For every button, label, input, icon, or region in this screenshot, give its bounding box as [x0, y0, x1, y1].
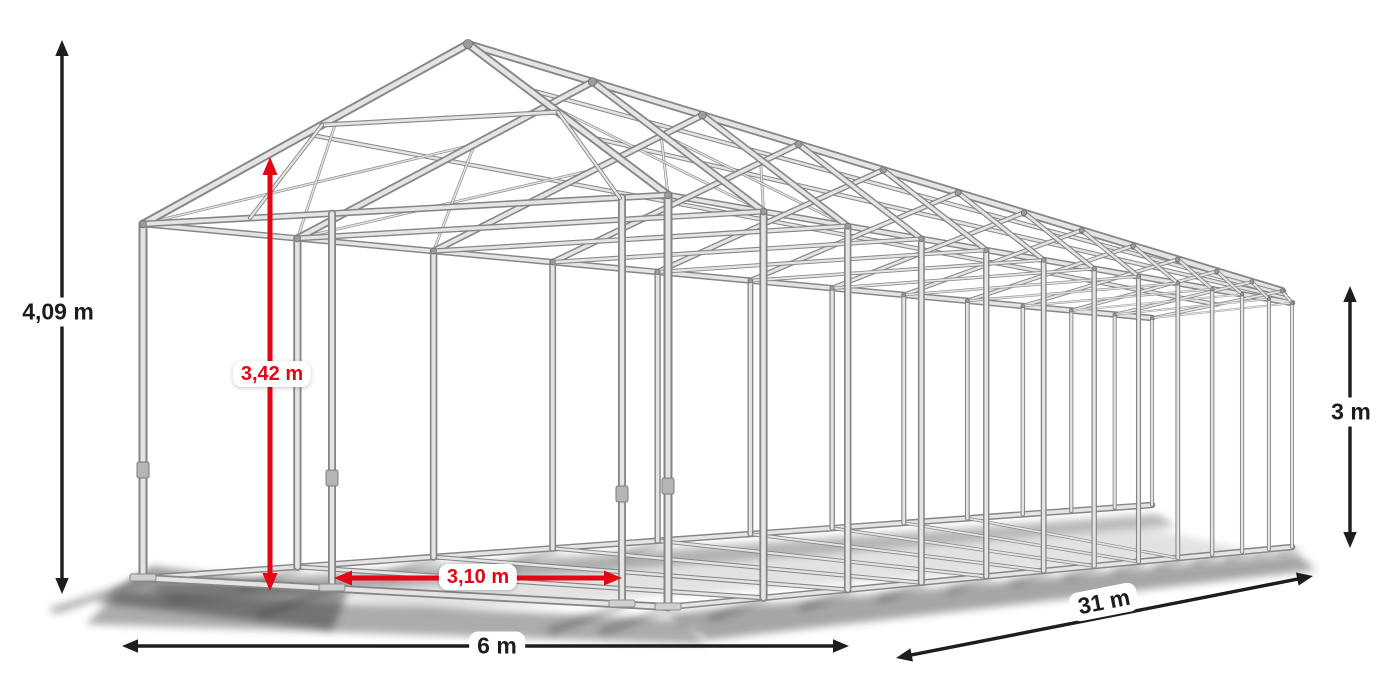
- dim-label-total-height: 4,09 m: [14, 297, 102, 327]
- frame-structure: [129, 39, 1296, 612]
- dim-label-inner-height: 3,42 m: [232, 361, 312, 387]
- length-arrow: [896, 572, 1313, 662]
- ground-shadow: [48, 514, 1316, 644]
- dim-label-width: 6 m: [469, 631, 525, 661]
- dim-label-entrance-width: 3,10 m: [438, 564, 518, 590]
- dim-label-side-height: 3 m: [1323, 397, 1379, 427]
